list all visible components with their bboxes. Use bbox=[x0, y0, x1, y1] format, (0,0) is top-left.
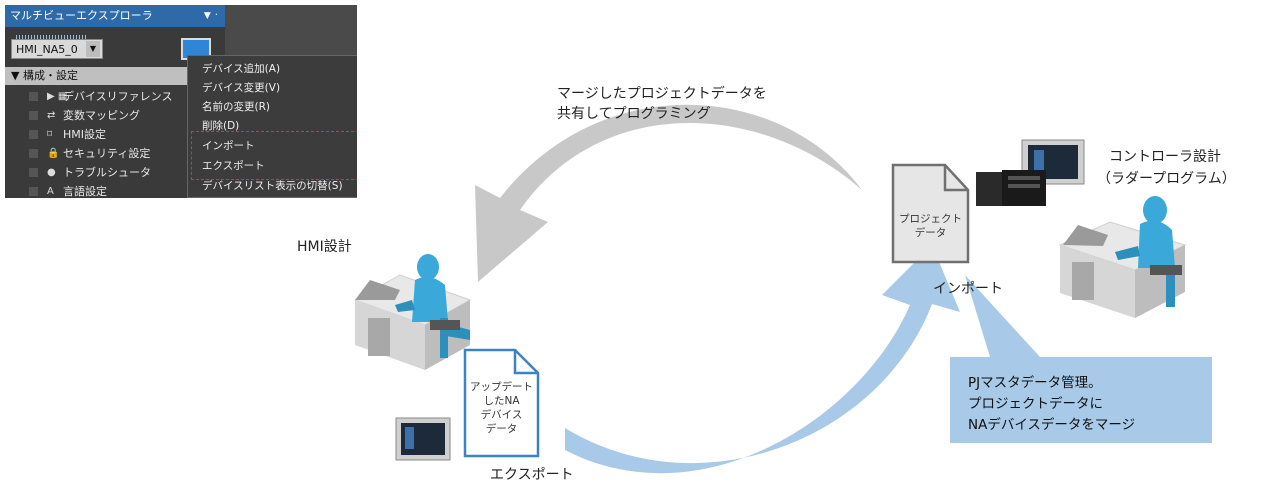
collapse-icon[interactable]: ▼ bbox=[11, 69, 23, 82]
chevron-down-icon[interactable]: ▼ bbox=[86, 41, 100, 57]
menu-item-export[interactable]: エクスポート bbox=[202, 160, 265, 172]
updated-doc-line4: データ bbox=[485, 423, 518, 435]
import-label: インポート bbox=[933, 281, 1003, 297]
tree-item-label: トラブルシュータ bbox=[63, 166, 151, 179]
export-arrow bbox=[565, 245, 960, 474]
tree-item-label: 言語設定 bbox=[63, 185, 107, 198]
device-select[interactable]: HMI_NA5_0 ▼ bbox=[11, 39, 103, 59]
pin-icon[interactable]: ▼ ᛫ bbox=[203, 11, 219, 21]
controller-engineer-illustration bbox=[1058, 196, 1187, 318]
export-label: エクスポート bbox=[490, 467, 574, 483]
troubleshooter-icon: ● bbox=[47, 167, 56, 178]
title-grip bbox=[16, 35, 86, 41]
import-export-highlight bbox=[191, 131, 357, 180]
menu-item-delete[interactable]: 削除(D) bbox=[202, 120, 240, 132]
updated-doc-line1: アップデート bbox=[470, 381, 533, 393]
updated-device-data-document bbox=[463, 348, 540, 458]
callout-line3: NAデバイスデータをマージ bbox=[968, 417, 1136, 433]
callout-line1: PJマスタデータ管理。 bbox=[968, 375, 1102, 391]
menu-item-import[interactable]: インポート bbox=[202, 140, 255, 152]
monitor-icon: ⌑ bbox=[47, 129, 53, 140]
updated-doc-line3: デバイス bbox=[480, 409, 523, 421]
hmi-design-label: HMI設計 bbox=[297, 239, 352, 255]
share-label-line2: 共有してプログラミング bbox=[557, 106, 711, 122]
mapping-icon: ⇄ bbox=[47, 110, 56, 121]
tree-bullet bbox=[29, 92, 38, 101]
tree-item-label: デバイスリファレンス bbox=[63, 90, 173, 103]
context-menu: デバイス追加(A) デバイス変更(V) 名前の変更(R) 削除(D) インポート… bbox=[187, 55, 357, 198]
project-data-doc-text: プロジェクト データ bbox=[893, 212, 968, 240]
project-doc-line2: データ bbox=[914, 227, 947, 239]
tree-item-language-settings[interactable]: A 言語設定 bbox=[29, 182, 194, 198]
callout-line2: プロジェクトデータに bbox=[968, 396, 1103, 412]
updated-doc-text: アップデート したNA デバイス データ bbox=[465, 380, 538, 436]
controller-design-label-line2: （ラダープログラム） bbox=[1097, 171, 1236, 187]
share-label-line1: マージしたプロジェクトデータを bbox=[557, 86, 767, 102]
tree-item-device-reference[interactable]: ▶ ▦ デバイスリファレンス bbox=[29, 87, 194, 106]
tree-item-label: HMI設定 bbox=[63, 128, 107, 141]
updated-doc-line2: したNA bbox=[483, 395, 520, 407]
tree-item-label: セキュリティ設定 bbox=[63, 147, 151, 160]
tree-bullet bbox=[29, 187, 38, 196]
callout-pointer bbox=[965, 275, 1040, 357]
tree-item-troubleshooter[interactable]: ● トラブルシュータ bbox=[29, 163, 194, 182]
project-doc-line1: プロジェクト bbox=[899, 213, 962, 225]
tree-item-hmi-settings[interactable]: ⌑ HMI設定 bbox=[29, 125, 194, 144]
device-select-value: HMI_NA5_0 bbox=[16, 43, 78, 56]
explorer-title: マルチビューエクスプローラ bbox=[10, 9, 153, 22]
lock-icon: 🔒 bbox=[47, 148, 60, 159]
language-icon: A bbox=[47, 186, 54, 197]
tree-item-label: 変数マッピング bbox=[63, 109, 140, 122]
expand-icon: ▶ ▦ bbox=[47, 91, 68, 102]
menu-item-rename[interactable]: 名前の変更(R) bbox=[202, 101, 270, 113]
tree-header-label: 構成・設定 bbox=[22, 69, 78, 82]
merge-callout: PJマスタデータ管理。 プロジェクトデータに NAデバイスデータをマージ bbox=[950, 357, 1212, 443]
tree-bullet bbox=[29, 111, 38, 120]
multiview-explorer-panel: マルチビューエクスプローラ ▼ ᛫ HMI_NA5_0 ▼ ▼ 構成・設定 ▶ … bbox=[5, 5, 357, 198]
tree-item-security-settings[interactable]: 🔒 セキュリティ設定 bbox=[29, 144, 194, 163]
controller-design-label-line1: コントローラ設計 bbox=[1109, 149, 1221, 165]
tree-bullet bbox=[29, 149, 38, 158]
tree-bullet bbox=[29, 130, 38, 139]
na-device-panel bbox=[395, 417, 451, 461]
share-arrow bbox=[475, 104, 862, 283]
project-data-document bbox=[891, 163, 970, 264]
tree-item-variable-mapping[interactable]: ⇄ 変数マッピング bbox=[29, 106, 194, 125]
menu-item-add-device[interactable]: デバイス追加(A) bbox=[202, 63, 281, 75]
tree-bullet bbox=[29, 168, 38, 177]
controller-hardware-illustration bbox=[976, 139, 1085, 206]
menu-item-change-device[interactable]: デバイス変更(V) bbox=[202, 82, 281, 94]
menu-item-toggle-device-list[interactable]: デバイスリスト表示の切替(S) bbox=[202, 180, 343, 192]
hmi-engineer-illustration bbox=[353, 254, 472, 370]
tree-header[interactable]: ▼ 構成・設定 bbox=[5, 67, 195, 85]
explorer-title-bar: マルチビューエクスプローラ ▼ ᛫ bbox=[5, 5, 225, 41]
